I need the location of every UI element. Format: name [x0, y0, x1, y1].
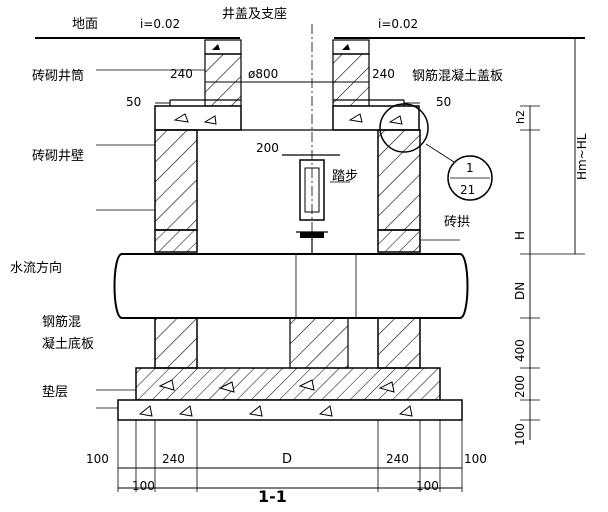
callout-number: 1: [466, 161, 474, 175]
dim-shaft-wall-right: 240: [372, 67, 395, 81]
dim-bottom-100-b: 100: [464, 452, 487, 466]
rc-base-slab: [135, 367, 441, 401]
dim-bottom-240-right: 240: [386, 452, 409, 466]
brick-arch: [154, 229, 421, 253]
callout-sheet: 21: [460, 183, 475, 197]
flow-direction-label: 水流方向: [10, 260, 62, 276]
step-label: 踏步: [332, 169, 358, 184]
brick-wall: [154, 129, 421, 231]
drawing-labels: 地面 i=0.02 井盖及支座 i=0.02 砖砌井筒 240 ø800 240…: [10, 7, 503, 506]
dim-h2: h2: [514, 110, 527, 124]
dim-shaft-wall-left: 240: [170, 67, 193, 81]
rc-base-label-line1: 钢筋混: [42, 314, 81, 330]
rc-base-label-line2: 凝土底板: [42, 336, 94, 352]
dim-base-thickness: 200: [513, 375, 527, 398]
brick-wall-label: 砖砌井壁: [32, 149, 84, 164]
section-title: 1-1: [258, 487, 287, 506]
dim-DN: DN: [513, 282, 527, 300]
dim-lower-100-left: 100: [132, 479, 155, 493]
slope-left-label: i=0.02: [140, 17, 180, 31]
slope-right-label: i=0.02: [378, 17, 418, 31]
brick-arch-label: 砖拱: [444, 215, 470, 230]
leader-lines: [96, 69, 460, 409]
dim-cushion-thickness: 100: [513, 423, 527, 446]
top-dimensions: [155, 81, 420, 104]
cushion-layer: [117, 399, 463, 421]
dim-offset-left: 50: [126, 95, 141, 109]
dim-step-spacing: 200: [256, 141, 279, 155]
ground-label: 地面: [72, 17, 98, 32]
dim-bottom-100-a: 100: [86, 452, 109, 466]
bottom-dim-labels: 100 240 D 240 100 100 100: [86, 452, 487, 493]
step: [282, 24, 340, 254]
dim-H: H: [513, 231, 527, 240]
ground-surface: [35, 37, 585, 39]
cover-seat-label: 井盖及支座: [222, 7, 287, 22]
brick-shaft: [204, 53, 370, 107]
dim-pipe-clear: 400: [513, 339, 527, 362]
right-dimensions: [520, 38, 585, 440]
cushion-label: 垫层: [42, 384, 68, 400]
dim-bottom-D: D: [282, 452, 292, 467]
dim-offset-right: 50: [436, 95, 451, 109]
dim-shaft-diameter: ø800: [248, 67, 278, 81]
dim-bottom-240-left: 240: [162, 452, 185, 466]
vertical-dim-labels: h2 Hm~HL H DN 400 200 100: [513, 110, 589, 446]
dim-hm-hl: Hm~HL: [575, 133, 589, 180]
lower-walls: [154, 317, 421, 369]
rc-cover-slab-label: 钢筋混凝土盖板: [412, 68, 503, 84]
brick-shaft-label: 砖砌井筒: [32, 68, 84, 84]
dim-lower-100-right: 100: [416, 479, 439, 493]
bottom-dimensions: [117, 420, 463, 492]
manhole-cover-frame: [204, 39, 370, 55]
pipe: [113, 253, 469, 319]
detail-callout: [379, 103, 493, 201]
